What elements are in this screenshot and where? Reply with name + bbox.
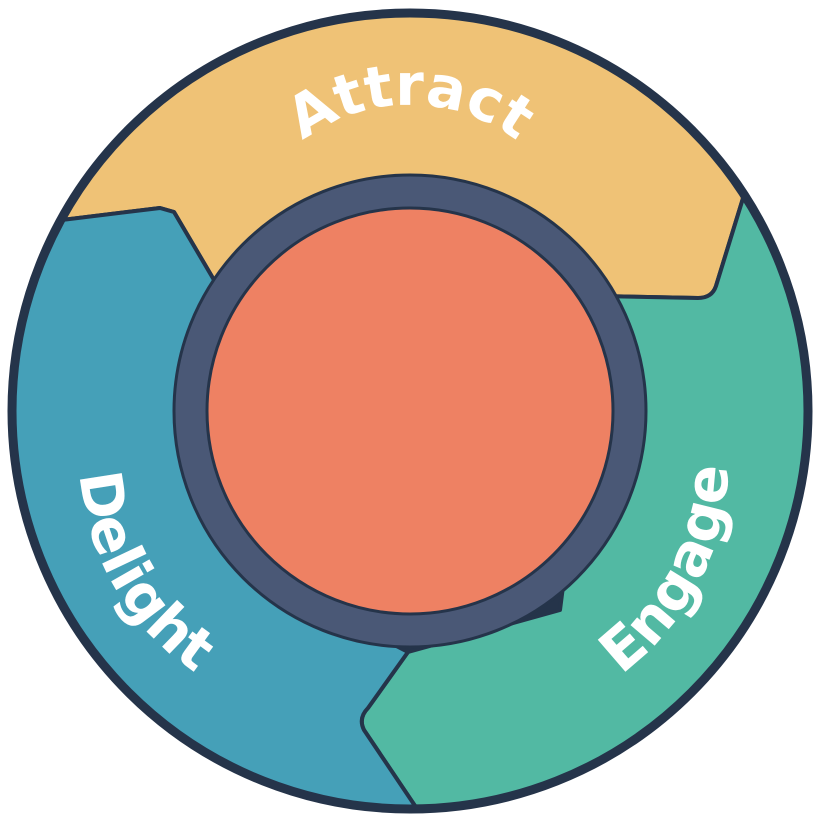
outer-rim <box>7 8 813 814</box>
core-circle <box>205 206 615 616</box>
